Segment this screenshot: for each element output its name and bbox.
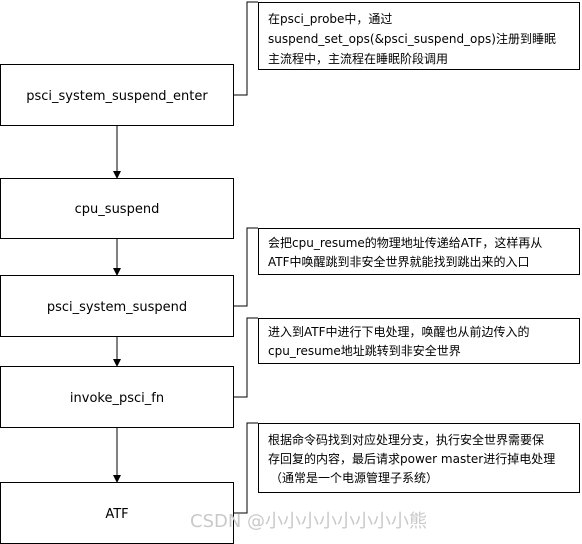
note-connector xyxy=(233,227,258,307)
node-label: cpu_suspend xyxy=(75,202,160,217)
note-line: 在psci_probe中，通过 xyxy=(268,11,392,26)
note-line: 主流程中，主流程在睡眠阶段调用 xyxy=(268,51,448,66)
note-line: ATF中唤醒跳到非安全世界就能找到跳出来的入口 xyxy=(268,254,530,269)
note-line: 进入到ATF中进行下电处理，唤醒也从前边传入的 xyxy=(268,324,530,339)
note-atf-command-handling: 根据命令码找到对应处理分支，执行安全世界需要保 存回复的内容，最后请求power… xyxy=(233,422,580,514)
note-cpu-resume-address: 会把cpu_resume的物理地址传递给ATF，这样再从 ATF中唤醒跳到非安全… xyxy=(233,227,580,307)
note-line: （通常是一个电源管理子系统） xyxy=(270,470,438,485)
note-connector xyxy=(233,1,258,96)
note-line: 存回复的内容，最后请求power master进行掉电处理 xyxy=(268,451,555,466)
node-label: psci_system_suspend xyxy=(47,300,187,315)
note-line: 会把cpu_resume的物理地址传递给ATF，这样再从 xyxy=(268,235,542,250)
node-atf: ATF xyxy=(0,482,234,544)
note-line: suspend_set_ops(&psci_suspend_ops)注册到睡眠 xyxy=(268,31,556,46)
node-invoke-psci-fn: invoke_psci_fn xyxy=(0,366,234,428)
node-psci-system-suspend: psci_system_suspend xyxy=(0,275,234,337)
node-label: invoke_psci_fn xyxy=(70,391,164,406)
note-power-down-in-atf: 进入到ATF中进行下电处理，唤醒也从前边传入的 cpu_resume地址跳转到非… xyxy=(233,317,580,398)
note-connector xyxy=(233,422,258,514)
note-line: cpu_resume地址跳转到非安全世界 xyxy=(268,343,461,358)
note-line: 根据命令码找到对应处理分支，执行安全世界需要保 xyxy=(268,432,544,447)
node-psci-system-suspend-enter: psci_system_suspend_enter xyxy=(0,64,234,126)
note-connector xyxy=(233,317,258,398)
note-psci-probe: 在psci_probe中，通过 suspend_set_ops(&psci_su… xyxy=(233,1,580,96)
node-cpu-suspend: cpu_suspend xyxy=(0,178,234,239)
watermark-text: CSDN @小小小小小小小小熊 xyxy=(190,511,427,532)
node-label: ATF xyxy=(105,507,128,522)
node-label: psci_system_suspend_enter xyxy=(26,89,208,104)
